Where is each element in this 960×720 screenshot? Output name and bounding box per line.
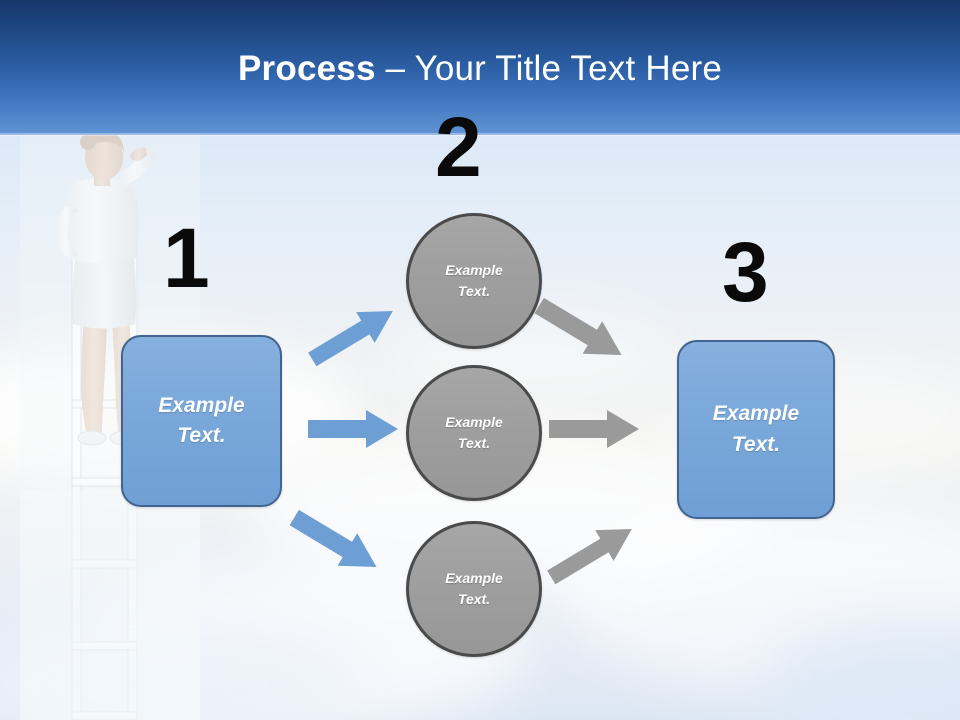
- stage-2-circle-2-label: Example Text.: [445, 412, 503, 454]
- stage-1-box-label: Example Text.: [158, 391, 244, 452]
- stage-3-box[interactable]: Example Text.: [677, 340, 835, 519]
- stage-1-box-label-line1: Example: [158, 393, 245, 417]
- stage-1-box-label-line2: Text.: [177, 424, 226, 447]
- step-number-1: 1: [163, 211, 210, 305]
- stage-3-box-label-line2: Text.: [731, 432, 781, 456]
- stage-1-box[interactable]: Example Text.: [121, 335, 282, 507]
- stage-2-circle-2-label-line2: Text.: [457, 435, 491, 451]
- page-title-separator: –: [375, 49, 415, 88]
- stage-2-circle-1-label-line1: Example: [445, 262, 503, 278]
- stage-2-circle-1-label-line2: Text.: [457, 283, 491, 299]
- slide-header-band: [0, 0, 960, 135]
- header-divider: [0, 133, 960, 136]
- step-number-2: 2: [435, 100, 482, 194]
- page-title: Process – Your Title Text Here: [0, 48, 960, 90]
- stage-2-circle-3-label-line1: Example: [445, 570, 503, 586]
- stage-2-circle-1[interactable]: Example Text.: [406, 213, 542, 349]
- page-title-rest: Your Title Text Here: [414, 49, 722, 88]
- stage-2-circle-1-label: Example Text.: [445, 260, 503, 302]
- page-title-bold: Process: [238, 49, 376, 88]
- stage-2-circle-3-label: Example Text.: [445, 568, 503, 610]
- stage-2-circle-2[interactable]: Example Text.: [406, 365, 542, 501]
- stage-2-circle-3[interactable]: Example Text.: [406, 521, 542, 657]
- stage-2-circle-3-label-line2: Text.: [457, 591, 491, 607]
- stage-3-box-label-line1: Example: [712, 402, 800, 426]
- stage-2-circle-2-label-line1: Example: [445, 414, 503, 430]
- stage-3-box-label: Example Text.: [713, 399, 799, 460]
- step-number-3: 3: [722, 225, 769, 319]
